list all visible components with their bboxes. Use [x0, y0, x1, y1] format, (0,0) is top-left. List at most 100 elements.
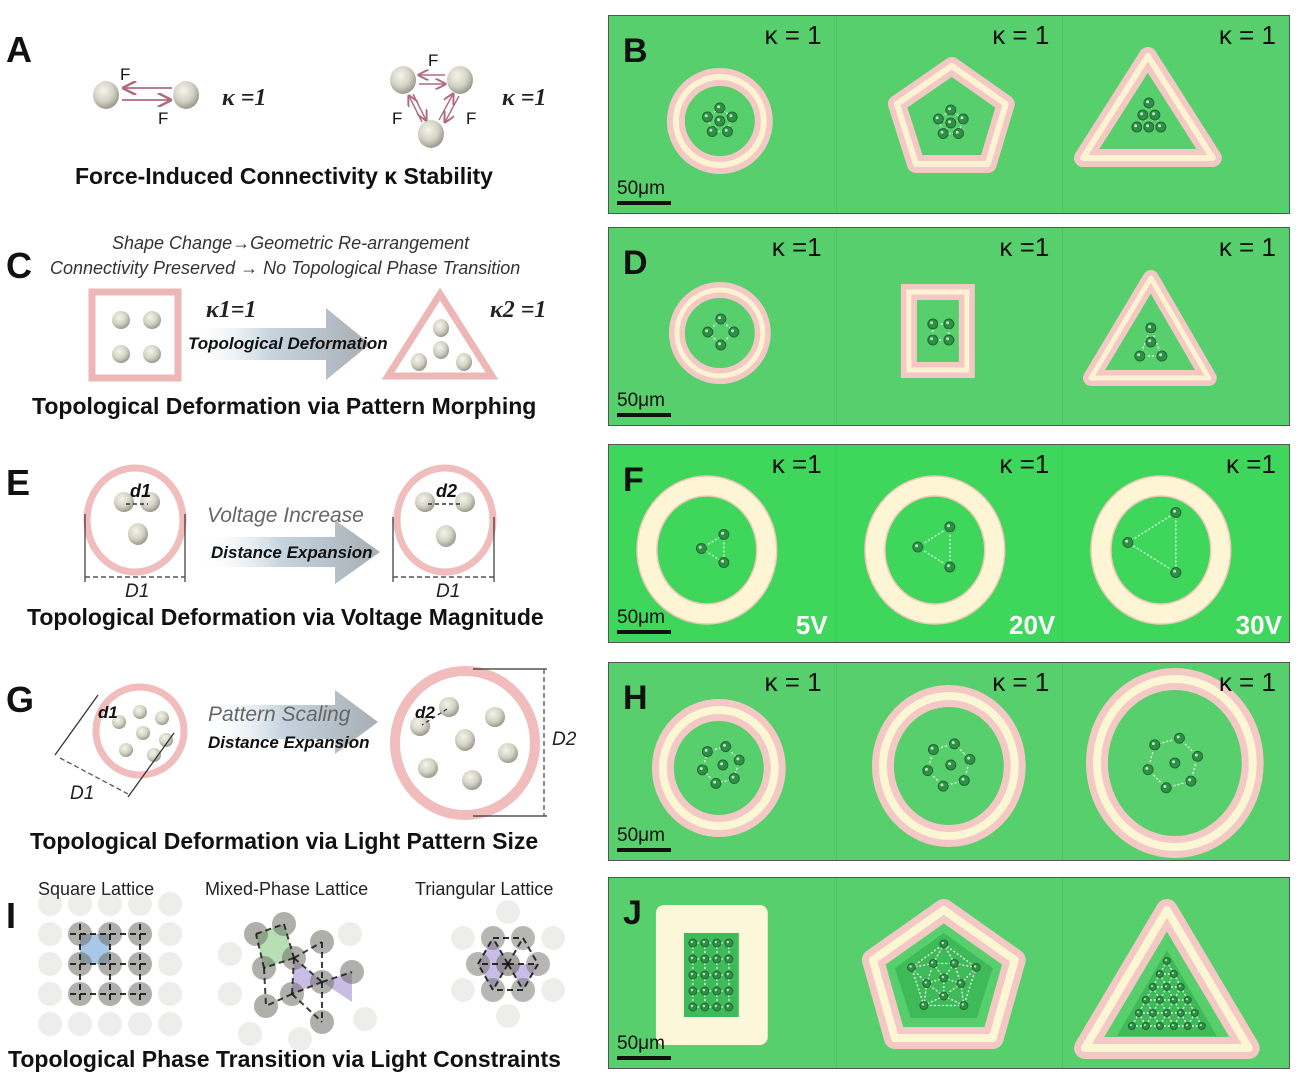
particle-highlight — [726, 940, 730, 944]
particle-highlight — [1137, 353, 1141, 357]
particle-highlight — [736, 757, 740, 761]
lattice-bond — [291, 993, 323, 1023]
connectivity-edge — [733, 759, 740, 779]
micrograph-f: F κ =1 50μm 5V κ =1 20V κ =1 30V — [608, 444, 1290, 643]
particle — [1170, 996, 1179, 1004]
micrograph-b-circle: B κ = 1 50μm — [609, 16, 836, 213]
lattice-particle — [158, 892, 182, 916]
panel-e-caption: Topological Deformation via Voltage Magn… — [27, 604, 544, 630]
d2-label: d2 — [436, 481, 458, 501]
particle — [926, 318, 938, 330]
kappa-label: κ = 1 — [1218, 20, 1276, 50]
particle — [937, 128, 949, 140]
kappa-label: κ = 1 — [992, 667, 1050, 697]
connectivity-edge — [707, 746, 726, 753]
lattice-bond — [265, 993, 293, 1007]
particle — [1134, 350, 1146, 362]
particle — [715, 339, 727, 351]
particle-highlight — [1152, 112, 1156, 116]
particle-highlight — [930, 961, 934, 964]
particle — [938, 991, 948, 1001]
lattice-bond — [283, 923, 295, 959]
force-arrow — [445, 95, 460, 122]
particle-highlight — [947, 107, 951, 111]
deformation-arrow-label: Topological Deformation — [188, 334, 388, 353]
particle — [1160, 782, 1172, 794]
scale-bar-label: 50μm — [617, 390, 665, 411]
voltage-label: 5V — [795, 610, 828, 640]
lattice-bond — [291, 981, 323, 995]
particle — [1143, 97, 1155, 109]
particle — [1177, 1009, 1186, 1017]
kappa-label: κ = 1 — [764, 667, 822, 697]
particle — [1155, 121, 1167, 133]
lattice-bond — [477, 963, 494, 991]
particle-highlight — [941, 975, 944, 979]
particle — [1184, 996, 1193, 1004]
particle-highlight — [1163, 785, 1167, 789]
particle — [937, 780, 949, 792]
particle-highlight — [1172, 1024, 1175, 1027]
particle — [701, 746, 713, 758]
lattice-bond — [492, 937, 509, 965]
lattice-particle — [353, 1007, 377, 1031]
particle — [1185, 775, 1197, 787]
particle-highlight — [1144, 998, 1147, 1001]
connectivity-edge — [701, 751, 708, 771]
lattice-bond — [293, 957, 323, 983]
particle-highlight — [947, 762, 951, 766]
particle-highlight — [1200, 1024, 1203, 1027]
particle-highlight — [698, 545, 702, 549]
bead — [93, 81, 119, 109]
particle — [700, 1002, 710, 1012]
lattice-particle — [38, 982, 62, 1006]
force-label: F — [158, 109, 169, 128]
particle — [1170, 507, 1182, 518]
scale-bar-label: 50μm — [617, 825, 665, 846]
particle — [1170, 970, 1179, 978]
particle-highlight — [1151, 985, 1154, 988]
particle-highlight — [704, 114, 708, 118]
micrograph-j-square: J 50μm — [609, 878, 836, 1068]
lattice-particle — [254, 994, 278, 1018]
particle-highlight — [1134, 124, 1138, 128]
scale-bar: 50μm — [617, 391, 671, 417]
lattice-particle — [218, 942, 242, 966]
particle — [952, 128, 964, 140]
particle — [1122, 537, 1134, 548]
lattice-bond — [321, 971, 353, 983]
panel-letter-d: D — [623, 244, 648, 282]
particle — [1170, 1022, 1179, 1030]
particle — [942, 334, 954, 346]
lattice-particle — [540, 926, 565, 951]
particle-highlight — [690, 1004, 694, 1008]
lattice-bond — [507, 937, 524, 965]
lattice-bond — [291, 957, 295, 995]
particle-highlight — [955, 130, 959, 134]
lattice-bond — [477, 937, 494, 965]
micrograph-j-triangle — [1062, 878, 1289, 1068]
particle — [700, 970, 710, 980]
particle-highlight — [1146, 124, 1150, 128]
particle — [724, 986, 734, 996]
lattice-particle — [38, 952, 62, 976]
particle-highlight — [1165, 985, 1168, 988]
particle-highlight — [958, 981, 961, 984]
particle — [1170, 567, 1182, 578]
particle — [726, 111, 738, 123]
connectivity-edge — [917, 546, 950, 568]
particle — [942, 318, 954, 330]
particle-highlight — [726, 1004, 730, 1008]
micrograph-d-triangle: κ = 1 — [1062, 228, 1289, 425]
particle — [702, 326, 714, 338]
kappa-label: κ =1 — [1226, 449, 1276, 479]
particle — [1135, 1009, 1144, 1017]
particle — [944, 117, 956, 129]
D1-label: D1 — [70, 783, 95, 804]
panel-letter-j: J — [623, 894, 642, 932]
scale-bar-label: 50μm — [617, 178, 665, 199]
connectivity-edge — [725, 746, 740, 761]
voltage-arrow — [198, 520, 380, 584]
particle — [700, 954, 710, 964]
particle — [958, 774, 970, 786]
